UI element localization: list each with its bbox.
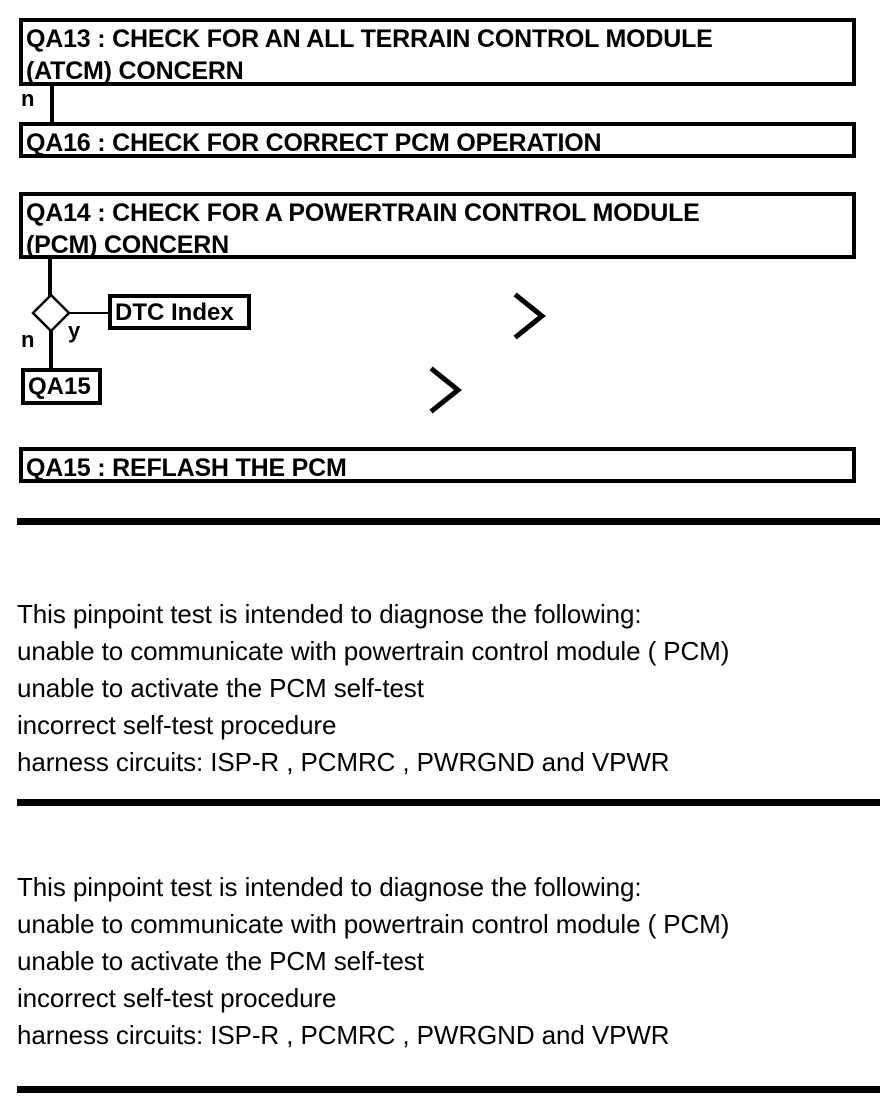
- chevron-right-icon-lower: [429, 366, 463, 414]
- branch-label-qa13-no: n: [21, 86, 35, 111]
- section-1-text: This pinpoint test is intended to diagno…: [17, 599, 730, 777]
- process-box-qa16[interactable]: QA16 : CHECK FOR CORRECT PCM OPERATION: [19, 122, 856, 158]
- process-box-qa14[interactable]: QA14 : CHECK FOR A POWERTRAIN CONTROL MO…: [19, 192, 856, 259]
- branch-label-decision-yes: y: [68, 318, 81, 343]
- section-2-text: This pinpoint test is intended to diagno…: [17, 872, 730, 1050]
- section-divider-bottom: [17, 1086, 880, 1093]
- process-box-qa13[interactable]: QA13 : CHECK FOR AN ALL TERRAIN CONTROL …: [19, 18, 856, 86]
- branch-label-decision-no: n: [21, 327, 35, 352]
- connector-decision-no-to-qa15: [49, 330, 53, 370]
- decision-diamond[interactable]: [31, 293, 71, 333]
- process-box-qa13-label: QA13 : CHECK FOR AN ALL TERRAIN CONTROL …: [26, 25, 713, 85]
- tag-box-dtc-index-label: DTC Index: [115, 299, 234, 326]
- connector-qa14-to-decision: [48, 259, 52, 297]
- connector-decision-yes-to-dtc-index: [69, 312, 111, 314]
- process-box-qa15-reflash-label: QA15 : REFLASH THE PCM: [26, 454, 347, 482]
- section-divider-top: [17, 518, 880, 525]
- process-box-qa16-label: QA16 : CHECK FOR CORRECT PCM OPERATION: [26, 129, 602, 157]
- connector-qa13-to-qa16: [50, 86, 54, 122]
- section-divider-middle: [17, 799, 880, 806]
- tag-box-qa15[interactable]: QA15: [21, 368, 102, 405]
- process-box-qa15-reflash[interactable]: QA15 : REFLASH THE PCM: [19, 447, 856, 483]
- tag-box-qa15-label: QA15: [28, 373, 91, 400]
- tag-box-dtc-index[interactable]: DTC Index: [108, 294, 251, 330]
- chevron-right-icon-upper: [513, 292, 547, 340]
- process-box-qa14-label: QA14 : CHECK FOR A POWERTRAIN CONTROL MO…: [26, 199, 700, 259]
